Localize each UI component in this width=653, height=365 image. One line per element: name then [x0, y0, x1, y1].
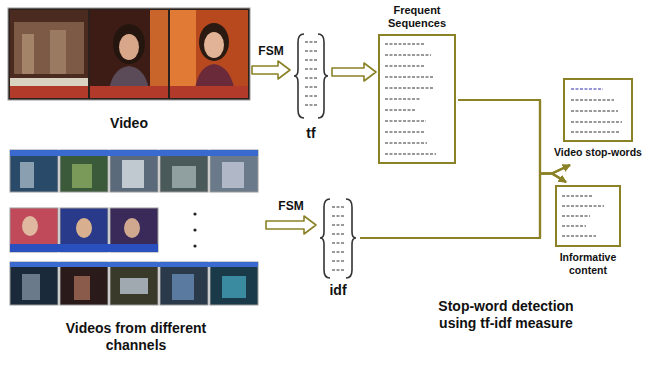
edge-label: FSM — [256, 44, 285, 58]
face — [22, 216, 38, 236]
face — [76, 218, 92, 238]
box-outline — [378, 34, 456, 164]
face — [204, 32, 224, 58]
building — [22, 34, 34, 74]
dash — [571, 100, 622, 132]
frame — [60, 262, 108, 305]
backdrop — [150, 10, 168, 98]
box-outline — [563, 78, 633, 142]
frame — [10, 262, 58, 305]
merge-connector — [360, 174, 566, 239]
ellipsis-dot — [193, 244, 196, 247]
frame-strip — [8, 8, 250, 100]
dash — [562, 196, 604, 236]
frame — [60, 150, 108, 192]
block-arrow — [332, 63, 376, 81]
node-caption: idf — [318, 282, 358, 299]
figure — [72, 164, 92, 188]
ticker — [10, 86, 88, 98]
figure — [222, 276, 246, 298]
node-caption: tf — [292, 125, 330, 142]
ellipsis-dot — [193, 212, 196, 215]
figure — [20, 162, 34, 188]
node-caption: Video stop-words — [548, 146, 648, 159]
tf-matrix: tf — [292, 30, 330, 142]
dash — [571, 89, 603, 90]
figure — [222, 162, 244, 188]
box-outline — [555, 185, 621, 247]
dash — [332, 207, 344, 270]
building — [14, 22, 84, 74]
merge-connector — [458, 100, 566, 182]
bracket — [318, 34, 328, 118]
dash — [385, 44, 436, 154]
figure — [120, 278, 148, 294]
ticker — [90, 86, 168, 98]
channel-frames — [10, 150, 258, 305]
dash — [305, 42, 317, 105]
sequence-box: Frequent Sequences — [378, 4, 456, 164]
ticker — [10, 78, 88, 86]
channel-bar — [10, 150, 258, 156]
stopword-box: Video stop-words — [548, 78, 648, 162]
figure — [172, 274, 194, 300]
node-caption: Videos from different channels — [41, 320, 231, 354]
frame — [210, 150, 258, 192]
backdrop — [170, 10, 196, 98]
frame — [110, 150, 158, 192]
ticker — [10, 244, 158, 252]
frame — [210, 262, 258, 305]
channel-bar — [10, 262, 258, 267]
hair — [199, 23, 229, 61]
block-arrow — [252, 61, 290, 79]
ellipsis-dot — [193, 228, 196, 231]
node-caption: Video — [8, 115, 250, 132]
video-frames — [8, 8, 250, 100]
frame — [90, 10, 168, 98]
figure — [74, 276, 90, 300]
ticker — [170, 86, 248, 98]
bracket — [294, 34, 304, 118]
content-box: Informative content — [546, 185, 630, 279]
building — [50, 30, 66, 74]
bracket — [346, 199, 356, 278]
face — [124, 218, 140, 238]
frame — [170, 10, 248, 98]
channel-illustration: Videos from different channels — [8, 148, 264, 354]
node-caption: Informative content — [546, 251, 630, 276]
frame — [10, 150, 58, 192]
video-illustration: Video — [8, 8, 250, 132]
figure — [22, 274, 40, 300]
edge-label: FSM — [276, 199, 305, 213]
face — [119, 34, 139, 60]
merge-connector — [360, 165, 570, 238]
bracket — [320, 199, 330, 278]
idf-matrix: idf — [318, 195, 358, 299]
node-caption: Frequent Sequences — [378, 4, 456, 30]
caption-label: Stop-word detection using tf-idf measure — [436, 298, 576, 332]
frame — [10, 10, 88, 98]
merge-connector — [458, 100, 570, 174]
figure — [172, 166, 196, 188]
block-arrow — [266, 216, 316, 234]
frame — [160, 150, 208, 192]
frame — [110, 262, 158, 305]
figure — [122, 160, 144, 188]
hair — [113, 24, 145, 64]
frame — [160, 262, 208, 305]
